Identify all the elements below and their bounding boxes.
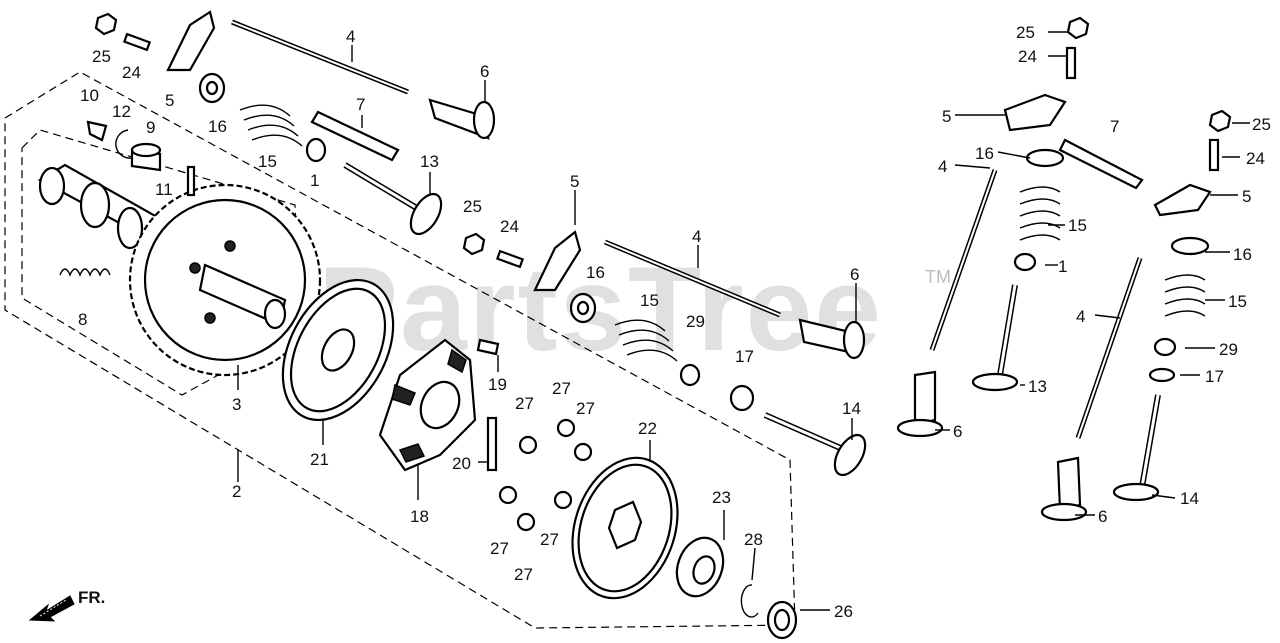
- front-direction-arrow-icon: [28, 595, 75, 622]
- callout-7[interactable]: 7: [356, 95, 365, 114]
- bolt-icon[interactable]: [122, 32, 1220, 269]
- rod-icon[interactable]: [486, 416, 498, 472]
- callout-16[interactable]: 16: [586, 263, 605, 282]
- callout-29[interactable]: 29: [686, 312, 705, 331]
- valve-lifter-icon[interactable]: [428, 98, 1088, 522]
- callout-2[interactable]: 2: [232, 482, 241, 501]
- callout-6[interactable]: 6: [1098, 507, 1107, 526]
- callout-27[interactable]: 27: [514, 565, 533, 584]
- callout-20[interactable]: 20: [452, 454, 471, 473]
- callout-8[interactable]: 8: [78, 310, 87, 329]
- callout-27[interactable]: 27: [540, 530, 559, 549]
- callout-7[interactable]: 7: [1110, 117, 1119, 136]
- leader-lines: [237, 31, 1250, 611]
- clip-icon[interactable]: [115, 129, 133, 159]
- callout-22[interactable]: 22: [638, 419, 657, 438]
- callout-4[interactable]: 4: [692, 227, 701, 246]
- callout-27[interactable]: 27: [552, 379, 571, 398]
- callout-24[interactable]: 24: [1246, 149, 1265, 168]
- one-way-clutch-icon[interactable]: [378, 338, 477, 472]
- callout-16[interactable]: 16: [208, 117, 227, 136]
- callout-11[interactable]: 11: [155, 180, 173, 199]
- callout-19[interactable]: 19: [488, 375, 507, 394]
- callout-14[interactable]: 14: [842, 399, 861, 418]
- callout-9[interactable]: 9: [146, 118, 155, 137]
- callout-10[interactable]: 10: [80, 86, 99, 105]
- callout-6[interactable]: 6: [480, 62, 489, 81]
- callout-27[interactable]: 27: [490, 539, 509, 558]
- callout-labels: 1 1 2 3 4 4 4 4 5 5 5 5 6 6 6 6 7 7 8 9 …: [78, 23, 1271, 621]
- washer-icon[interactable]: [766, 600, 798, 640]
- callout-18[interactable]: 18: [410, 507, 429, 526]
- callout-14[interactable]: 14: [1180, 489, 1199, 508]
- callout-13[interactable]: 13: [1028, 377, 1047, 396]
- key-icon[interactable]: [476, 338, 500, 356]
- callout-4[interactable]: 4: [938, 157, 947, 176]
- ball-icon[interactable]: [498, 418, 593, 532]
- watermark-trademark: TM: [925, 267, 951, 287]
- rocker-arm-icon[interactable]: [166, 10, 1212, 292]
- callout-27[interactable]: 27: [576, 399, 595, 418]
- callout-23[interactable]: 23: [712, 488, 731, 507]
- valve-keeper-icon[interactable]: [305, 137, 1177, 412]
- callout-15[interactable]: 15: [1068, 216, 1087, 235]
- rocker-shaft-icon[interactable]: [310, 110, 1144, 190]
- camshaft-gear-icon[interactable]: [37, 163, 322, 377]
- callout-5[interactable]: 5: [942, 107, 951, 126]
- nut-icon[interactable]: [94, 12, 1232, 256]
- callout-12[interactable]: 12: [112, 102, 131, 121]
- callout-25[interactable]: 25: [1252, 115, 1271, 134]
- callout-6[interactable]: 6: [850, 265, 859, 284]
- pin-icon[interactable]: [186, 165, 196, 197]
- callout-26[interactable]: 26: [834, 602, 853, 621]
- callout-5[interactable]: 5: [165, 91, 174, 110]
- callout-29[interactable]: 29: [1219, 340, 1238, 359]
- spring-icon[interactable]: [59, 268, 111, 277]
- callout-17[interactable]: 17: [735, 347, 754, 366]
- callout-1[interactable]: 1: [310, 171, 319, 190]
- collar-icon[interactable]: [130, 142, 162, 172]
- callout-5[interactable]: 5: [1242, 187, 1251, 206]
- callout-13[interactable]: 13: [420, 152, 439, 171]
- callout-3[interactable]: 3: [232, 395, 241, 414]
- callout-17[interactable]: 17: [1205, 367, 1224, 386]
- valve-spring-icon[interactable]: [239, 104, 1206, 362]
- callout-21[interactable]: 21: [310, 450, 329, 469]
- callout-1[interactable]: 1: [1058, 257, 1067, 276]
- callout-4[interactable]: 4: [346, 27, 355, 46]
- cup-icon[interactable]: [669, 531, 731, 602]
- callout-25[interactable]: 25: [463, 197, 482, 216]
- small-bracket-icon[interactable]: [86, 120, 108, 142]
- friction-plate-icon[interactable]: [260, 261, 415, 439]
- callout-27[interactable]: 27: [515, 394, 534, 413]
- callout-15[interactable]: 15: [640, 291, 659, 310]
- callout-24[interactable]: 24: [122, 63, 141, 82]
- callout-15[interactable]: 15: [1228, 292, 1247, 311]
- callout-25[interactable]: 25: [92, 47, 111, 66]
- callout-16[interactable]: 16: [1233, 245, 1252, 264]
- spring-retainer-icon[interactable]: [198, 72, 1210, 324]
- front-direction-label: FR.: [78, 588, 105, 607]
- callout-28[interactable]: 28: [744, 530, 763, 549]
- watermark-text: PartsTree: [318, 242, 883, 376]
- callout-16[interactable]: 16: [975, 144, 994, 163]
- callout-24[interactable]: 24: [500, 217, 519, 236]
- callout-24[interactable]: 24: [1018, 47, 1037, 66]
- callout-25[interactable]: 25: [1016, 23, 1035, 42]
- callout-5[interactable]: 5: [570, 172, 579, 191]
- valve-icon[interactable]: [343, 162, 1161, 502]
- callout-15[interactable]: 15: [258, 152, 277, 171]
- outer-ring-icon[interactable]: [555, 444, 695, 612]
- assembly-frame-outer: [4, 71, 796, 629]
- snap-ring-icon[interactable]: [740, 584, 759, 618]
- callout-4[interactable]: 4: [1076, 307, 1085, 326]
- push-rod-icon[interactable]: [231, 19, 1143, 439]
- callout-6[interactable]: 6: [953, 422, 962, 441]
